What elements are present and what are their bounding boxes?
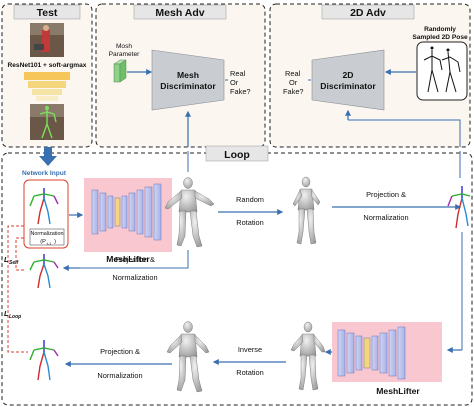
inverse-rotation-label-1: Inverse: [238, 345, 262, 354]
normalization-label: Normalization: [31, 231, 64, 237]
discriminator-2d-label-2: Discriminator: [320, 81, 376, 91]
projected-pose-left-middle: [29, 254, 59, 289]
l-self-sub-label: Self: [9, 260, 20, 266]
proj-norm-bottom-label-1: Projection &: [100, 347, 140, 356]
sampled-pose-label-1: Randomly: [424, 26, 456, 33]
p-close-label: ): [54, 239, 56, 245]
proj-norm-top-label-2: Normalization: [363, 213, 408, 222]
mesh-real-label: Real: [230, 69, 246, 78]
discriminator-2d: [311, 49, 385, 111]
discriminator-2d-label-1: 2D: [343, 70, 354, 80]
adv2d-or-label: Or: [289, 78, 298, 87]
mosh-param-label-2: Parameter: [109, 51, 141, 58]
adv2d-real-label: Real: [285, 69, 301, 78]
mosh-param-label-1: Mosh: [116, 43, 132, 50]
mesh-discriminator: [151, 49, 225, 111]
mesh-discriminator-label-1: Mesh: [177, 70, 199, 80]
l-loop-label: L: [4, 309, 9, 318]
mesh-figure-1: [164, 177, 215, 248]
meshlifter-bottom-label: MeshLifter: [376, 386, 420, 396]
mesh-figure-2: [292, 176, 321, 245]
p-sub-label: t-1: [47, 241, 52, 246]
mesh-figure-4: [166, 321, 210, 393]
network-input-label: Network Input: [22, 170, 67, 177]
backbone-network-icon: [24, 72, 70, 101]
sampled-pose-label-2: Sampled 2D Pose: [412, 34, 468, 41]
meshlifter-top: MeshLifter: [84, 178, 172, 264]
meshlifter-top-label: MeshLifter: [106, 254, 150, 264]
adv-2d-panel: 2D Adv Real Or Fake? 2D Discriminator Ra…: [269, 3, 471, 148]
projected-pose-left-bottom: [29, 340, 59, 381]
random-rotation-label-1: Random: [236, 195, 264, 204]
mesh-fake-label: Fake?: [230, 87, 251, 96]
l-self-label: L: [4, 255, 9, 264]
random-rotation-label-2: Rotation: [236, 218, 264, 227]
test-header: Test: [37, 7, 58, 19]
projected-pose-right: [447, 186, 471, 229]
meshlifter-bottom: MeshLifter: [332, 322, 442, 396]
mesh-figure-3: [290, 321, 326, 391]
proj-norm-top-label-1: Projection &: [366, 190, 406, 199]
proj-norm-bottom-label-2: Normalization: [97, 371, 142, 380]
mesh-or-label: Or: [230, 78, 239, 87]
mesh-adv-header: Mesh Adv: [155, 7, 204, 19]
loop-header: Loop: [224, 149, 250, 161]
inverse-rotation-label-2: Rotation: [236, 368, 264, 377]
proj-norm-left-label-2: Normalization: [112, 273, 157, 282]
l-loop-sub-label: Loop: [9, 314, 21, 320]
adv-2d-header: 2D Adv: [350, 7, 386, 19]
mesh-discriminator-label-2: Discriminator: [160, 81, 216, 91]
mesh-adv-panel: Mesh Adv Mosh Parameter Mesh Discriminat…: [95, 3, 266, 148]
input-photo: [30, 23, 64, 57]
network-input-box: Normalization (P t-1 ): [23, 179, 69, 249]
output-photo: [30, 104, 64, 140]
test-to-input-arrow: [39, 147, 57, 166]
sampled-pose-box: [416, 41, 468, 101]
p-label: (P: [40, 239, 46, 245]
adv2d-fake-label: Fake?: [283, 87, 304, 96]
proj-norm-left-label-1: Projection &: [115, 255, 155, 264]
test-panel: Test ResNet101 + soft-argmax: [1, 3, 93, 148]
loss-connectors: [7, 225, 28, 353]
mosh-parameter-block: [113, 59, 127, 83]
backbone-label: ResNet101 + soft-argmax: [8, 62, 87, 69]
